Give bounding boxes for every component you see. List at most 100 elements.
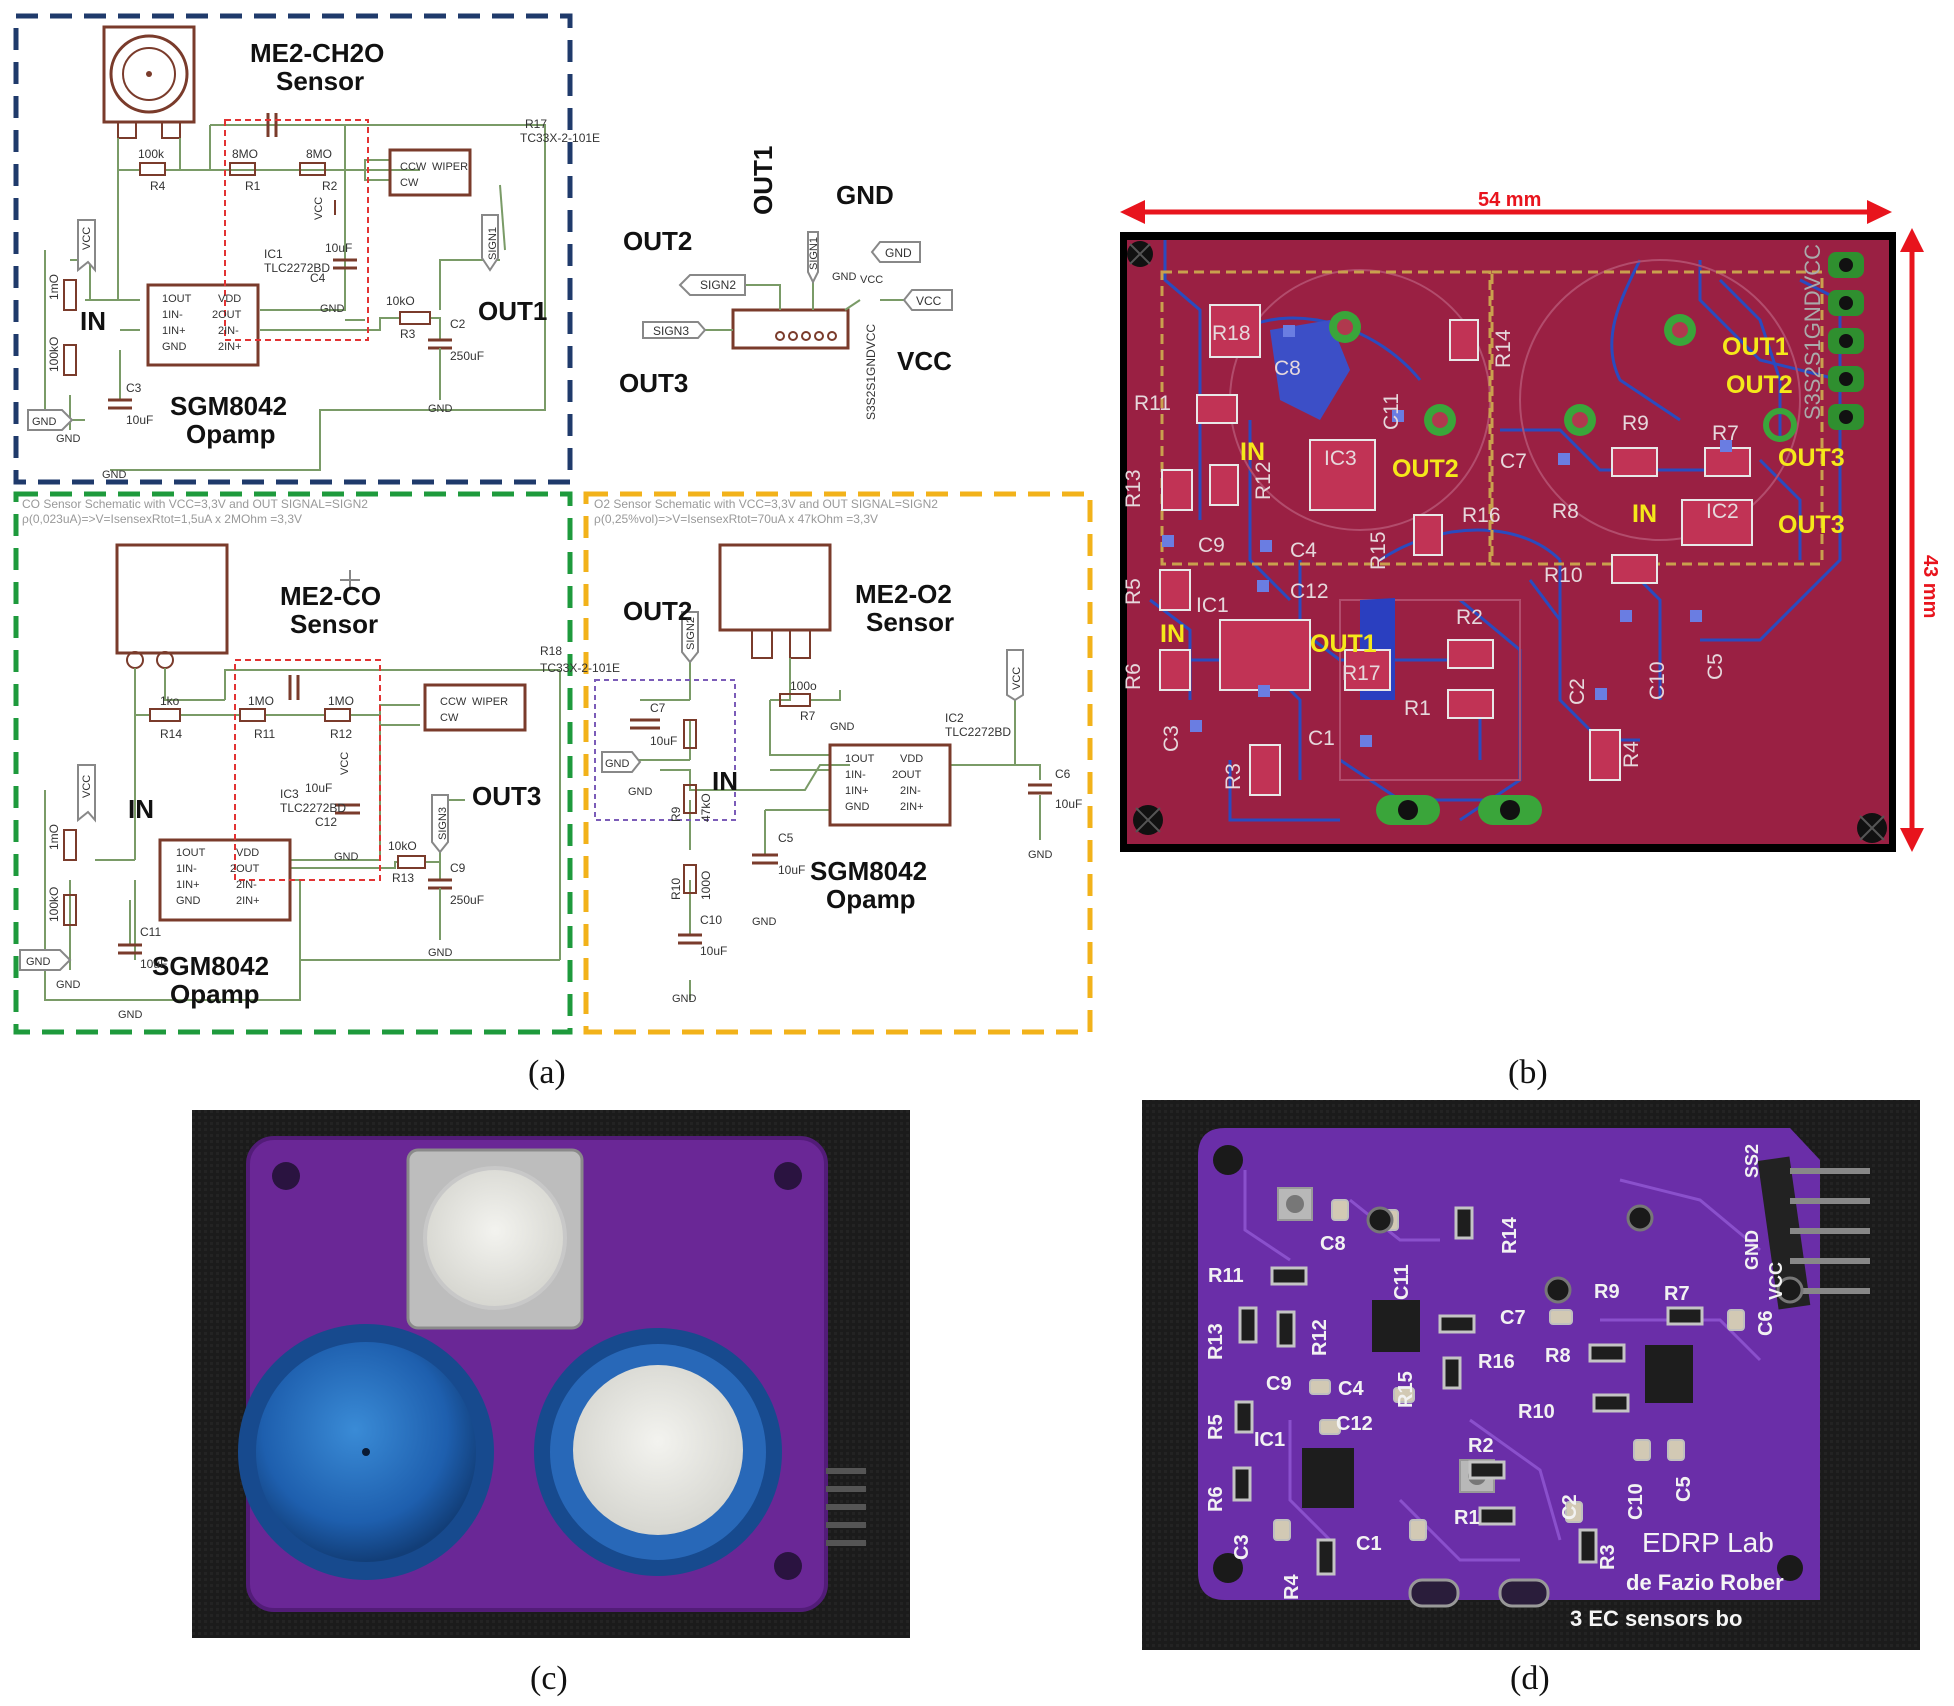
r13-value: 10kO xyxy=(388,839,417,853)
ch2o-gnd-1: GND xyxy=(56,433,81,445)
photo-c-pins xyxy=(826,1468,866,1546)
co-title: ME2-CO xyxy=(280,581,381,611)
co-ccw-label: CCW xyxy=(440,696,467,708)
connector-out3-label: OUT3 xyxy=(619,368,688,398)
ic2-part: TLC2272BD xyxy=(945,725,1011,739)
connector-gnd-tag: GND xyxy=(885,246,912,260)
c5-ref: C5 xyxy=(778,831,794,845)
o2-opamp-label: Opamp xyxy=(826,884,916,914)
pcb-signal-labels: OUT1 OUT2 OUT3 OUT3 OUT2 OUT1 IN IN IN xyxy=(1160,333,1845,658)
pcb-ref-ic1: IC1 xyxy=(1196,594,1229,617)
ic2-pin4: GND xyxy=(845,801,870,813)
photo-d-ref-ic1: IC1 xyxy=(1254,1429,1285,1451)
photo-d-header xyxy=(1757,1156,1870,1310)
connector-sign2-tag: SIGN2 xyxy=(700,278,736,292)
co-out-label: OUT3 xyxy=(472,781,541,811)
pcb-ref-r17: R17 xyxy=(1342,662,1381,685)
o2-gnd-tag: GND xyxy=(605,758,630,770)
r3-ref: R3 xyxy=(400,327,416,341)
photo-d-ref-r6: R6 xyxy=(1205,1486,1227,1512)
r18-trimmer-symbol xyxy=(423,683,527,732)
r3-value: 10kO xyxy=(386,294,415,308)
c12-ref: C12 xyxy=(315,815,337,829)
r3-symbol xyxy=(399,311,431,325)
pcb-ref-r15: R15 xyxy=(1367,531,1390,570)
photo-d-ref-r16: R16 xyxy=(1478,1351,1515,1373)
sensor-footprint-2 xyxy=(1519,259,1801,541)
pcb-ref-c8: C8 xyxy=(1274,357,1301,380)
connector-gnd-label: GND xyxy=(836,180,894,210)
photo-d-author: de Fazio Rober xyxy=(1626,1570,1784,1595)
pcb-ref-r8: R8 xyxy=(1552,500,1579,523)
ic2-pin2: 1IN- xyxy=(845,769,866,781)
r10-value: 100O xyxy=(699,871,713,900)
pcb-ref-ic2: IC2 xyxy=(1706,500,1739,523)
connector-out2-label: OUT2 xyxy=(623,226,692,256)
wiper-label: WIPER xyxy=(432,161,468,173)
co-wiper-label: WIPER xyxy=(472,696,508,708)
o2-vcc-tag: VCC xyxy=(1011,667,1023,690)
c10-value: 10uF xyxy=(700,944,727,958)
co-sensor-symbol xyxy=(115,543,229,655)
caption-d: (d) xyxy=(1510,1660,1550,1697)
pcb-ref-r1: R1 xyxy=(1404,697,1431,720)
co-gnd-4: GND xyxy=(428,947,453,959)
photo-d-ref-c9: C9 xyxy=(1266,1373,1292,1395)
pcb-ref-r2: R2 xyxy=(1456,606,1483,629)
r12-ref: R12 xyxy=(330,727,352,741)
connector-gnd-small: GND xyxy=(832,271,857,283)
r17-trimmer-symbol xyxy=(388,148,472,197)
pcb-ref-r16: R16 xyxy=(1462,504,1501,527)
c10-ref: C10 xyxy=(700,913,722,927)
ic3-pin5: VDD xyxy=(236,847,259,859)
ic3-pin3: 1IN+ xyxy=(176,879,200,891)
sensor-footprint-3 xyxy=(1339,599,1521,781)
ic1-ref: IC1 xyxy=(264,247,283,261)
caption-b: (b) xyxy=(1508,1054,1548,1091)
pcb-ref-r9: R9 xyxy=(1622,412,1649,435)
ic1-pin6: 2OUT xyxy=(212,309,242,321)
ch2o-gnd-2: GND xyxy=(102,469,127,481)
photo-d-ref-c5: C5 xyxy=(1673,1476,1695,1502)
c3-value: 10uF xyxy=(126,413,153,427)
r1-ref: R1 xyxy=(245,179,261,193)
ch2o-vcc-2: VCC xyxy=(313,197,325,220)
pcb-label-out2-b: OUT2 xyxy=(1392,455,1459,483)
r10-ref: R10 xyxy=(669,878,683,900)
pcb-ref-c5: C5 xyxy=(1704,653,1727,680)
photo-d-ref-r12: R12 xyxy=(1309,1319,1331,1356)
pcb-ref-c9: C9 xyxy=(1198,534,1225,557)
pcb-ref-r12: R12 xyxy=(1252,461,1275,500)
o2-labels: O2 Sensor Schematic with VCC=3,3V and OU… xyxy=(594,497,1082,1005)
ic3-ref: IC3 xyxy=(280,787,299,801)
pcb-ref-r3: R4 xyxy=(1620,741,1643,768)
pcb-label-out1-a: OUT1 xyxy=(1722,333,1789,361)
ic3-pin6: 2OUT xyxy=(230,863,260,875)
r4-symbol xyxy=(139,162,166,176)
pcb-ref-r18: R18 xyxy=(1212,322,1251,345)
ch2o-gnd-3: GND xyxy=(320,303,345,315)
pcb-ref-r7: R7 xyxy=(1712,422,1739,445)
co-cw-label: CW xyxy=(440,712,459,724)
photo-d-ref-r15: R15 xyxy=(1395,1371,1417,1408)
pcb-pin-names: S3S2S1GNDVCC xyxy=(1800,244,1825,420)
photo-d-title: EDRP Lab xyxy=(1642,1527,1774,1558)
photo-d-ic1 xyxy=(1302,1448,1354,1508)
ic1-part: TLC2272BD xyxy=(264,261,330,275)
r4-value: 100k xyxy=(138,147,165,161)
pcb-label-in-c: IN xyxy=(1160,620,1185,648)
photo-d-pin-vcc: VCC xyxy=(1766,1262,1786,1300)
photo-d-ref-r7: R7 xyxy=(1664,1283,1690,1305)
r9-ref: R9 xyxy=(669,806,683,822)
r17-ref: R17 xyxy=(525,117,547,131)
ch2o-labels: ME2-CH2O Sensor SGM8042 Opamp IN OUT1 10… xyxy=(32,38,600,481)
c7-value: 10uF xyxy=(650,734,677,748)
ic3-pin2: 1IN- xyxy=(176,863,197,875)
r14-ref: R14 xyxy=(160,727,182,741)
pcb-label-in-b: IN xyxy=(1632,500,1657,528)
photo-d-ref-c4: C4 xyxy=(1338,1378,1364,1400)
ic2-symbol xyxy=(828,743,952,827)
pcb-ref-c12: C12 xyxy=(1290,580,1329,603)
co-r-b-value: 100kO xyxy=(47,887,61,922)
